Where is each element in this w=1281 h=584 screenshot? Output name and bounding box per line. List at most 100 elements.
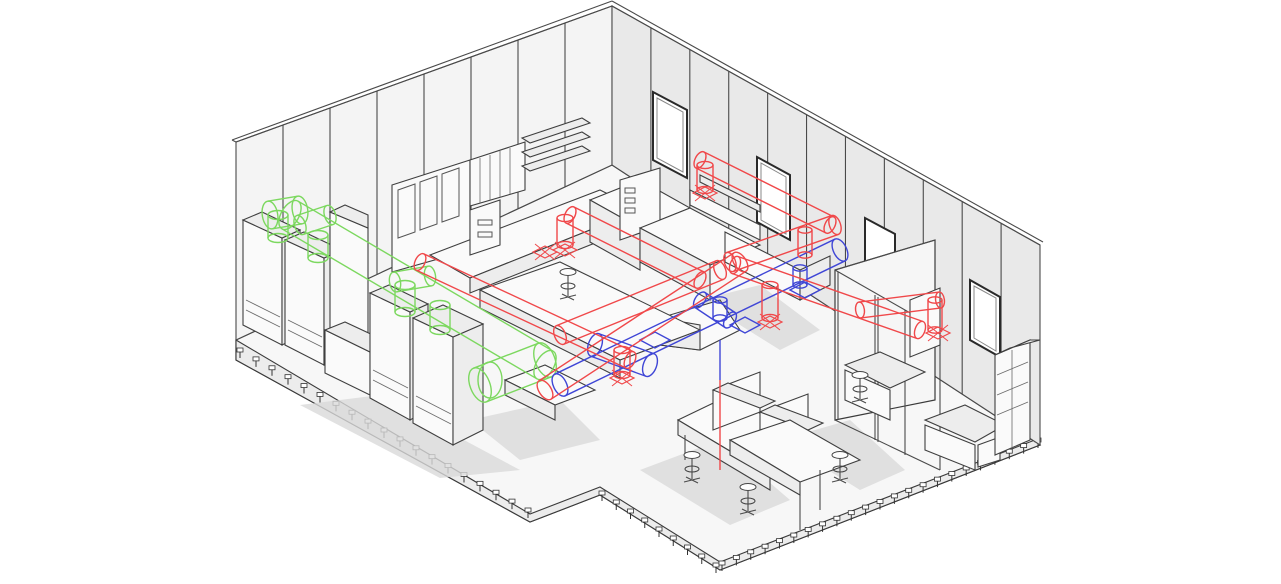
duct-joint: [641, 352, 659, 378]
duct-edge: [297, 200, 554, 352]
duct-joint: [854, 301, 866, 319]
duct-joint: [934, 291, 946, 309]
duct-riser-cap: [712, 314, 728, 322]
slab-anchor: [627, 508, 634, 514]
duct-joint: [323, 204, 337, 226]
slab-anchor: [790, 532, 798, 538]
duct-edge: [565, 222, 697, 289]
duct-riser-cap: [267, 209, 289, 221]
slab-anchor: [641, 517, 649, 523]
stool-base: [685, 476, 699, 484]
stool-base: [741, 508, 755, 516]
duct-joint: [823, 215, 837, 235]
supply-duct: [413, 150, 946, 470]
duct-riser-cap: [613, 345, 631, 355]
duct-riser-cap: [429, 324, 451, 336]
duct-end: [477, 361, 503, 399]
slab-anchor: [833, 515, 841, 521]
stool-ring: [740, 497, 756, 505]
slab-anchor: [508, 498, 516, 504]
duct-joint: [712, 259, 728, 281]
casework-right-wall: [689, 174, 831, 301]
stool-ring: [684, 465, 700, 473]
diffuser-vane: [927, 324, 949, 342]
duct-joint: [693, 150, 707, 170]
exhaust-duct: [261, 195, 557, 403]
slab-anchor: [934, 476, 941, 482]
stool-base: [561, 293, 575, 301]
slab-anchor: [876, 499, 884, 504]
duct-edge: [858, 291, 940, 303]
stool-seat: [683, 451, 701, 459]
air-diffusers: [531, 184, 952, 387]
window: [652, 90, 688, 180]
return-duct: [551, 238, 849, 397]
window: [969, 278, 1001, 359]
slab-anchor: [492, 489, 500, 495]
duct-joint: [261, 200, 279, 230]
duct-joint: [552, 324, 568, 346]
slab-anchor: [476, 480, 484, 486]
duct-joint: [533, 349, 557, 381]
duct-edge: [538, 252, 735, 382]
duct-riser-cap: [792, 281, 808, 289]
slab-anchor: [316, 392, 324, 397]
slab-anchor: [732, 555, 740, 560]
duct-joint: [728, 255, 742, 275]
duct-joint: [623, 350, 637, 370]
duct-joint: [723, 251, 737, 273]
duct-edge: [302, 223, 334, 236]
stool-ring: [852, 385, 868, 393]
duct-joint: [831, 238, 849, 262]
duct-joint: [563, 205, 577, 225]
duct-joint: [533, 342, 557, 378]
duct-riser-cap: [712, 296, 728, 304]
stool-ring: [832, 465, 848, 473]
stool-seat: [831, 451, 849, 459]
duct-riser-cap: [761, 280, 779, 290]
slab-anchor: [804, 527, 812, 532]
duct-joint: [551, 373, 569, 397]
slab-anchor: [284, 374, 292, 380]
diffuser: [551, 243, 579, 257]
duct-riser-cap: [792, 264, 808, 272]
duct-riser-cap: [797, 251, 813, 259]
slab-anchor: [847, 510, 855, 516]
slab-anchor: [747, 549, 755, 555]
diffuser: [531, 245, 559, 259]
diffuser-vane: [611, 369, 633, 387]
duct-joint: [291, 195, 309, 225]
duct-edge: [396, 285, 432, 293]
duct-riser-cap: [797, 226, 813, 234]
slab-anchor: [905, 487, 913, 493]
duct-riser-cap: [394, 306, 416, 318]
duct-riser-cap: [429, 299, 451, 311]
duct-joint: [293, 214, 307, 236]
duct-edge: [573, 206, 705, 273]
duct-riser-cap: [556, 240, 574, 250]
slab-anchor: [698, 553, 706, 559]
slab-anchor: [761, 543, 769, 549]
fume-hood-bank-left: [241, 204, 485, 446]
slab-anchor: [718, 560, 726, 566]
stool-base: [853, 396, 867, 404]
duct-edge: [703, 151, 835, 218]
duct-joint: [536, 379, 554, 401]
return-grille: [728, 316, 762, 334]
duct-edge: [695, 167, 827, 234]
duct-joint: [388, 271, 402, 293]
diffuser-vane: [554, 241, 576, 259]
slab-anchor: [268, 365, 276, 371]
diffuser: [608, 371, 636, 385]
duct-joint: [693, 270, 707, 290]
stool-seat: [851, 371, 869, 379]
duct-joint: [586, 332, 604, 358]
diffuser-vane: [759, 313, 781, 331]
slab-anchor: [862, 504, 870, 510]
slab-anchor: [524, 507, 532, 513]
duct-edge: [733, 233, 839, 273]
lab-stools: [559, 268, 869, 516]
slab-anchor: [684, 544, 691, 550]
